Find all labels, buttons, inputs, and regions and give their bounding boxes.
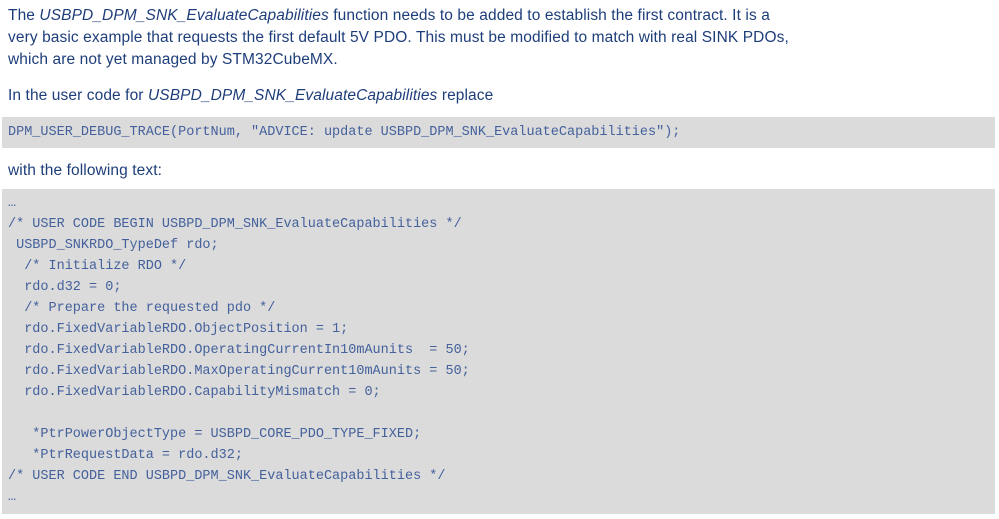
code-line: rdo.d32 = 0; bbox=[8, 280, 122, 295]
code-line: rdo.FixedVariableRDO.ObjectPosition = 1; bbox=[8, 322, 349, 337]
code-line: /* USER CODE BEGIN USBPD_DPM_SNK_Evaluat… bbox=[8, 217, 462, 232]
code-line: … bbox=[8, 196, 17, 211]
code-line: rdo.FixedVariableRDO.MaxOperatingCurrent… bbox=[8, 364, 470, 379]
text-run: The bbox=[8, 7, 40, 24]
text-line: which are not yet managed by STM32CubeMX… bbox=[8, 51, 338, 68]
text-run: function needs to be added to establish … bbox=[328, 7, 770, 24]
with-following-text-paragraph: with the following text: bbox=[8, 160, 995, 182]
code-line: /* Initialize RDO */ bbox=[8, 259, 187, 274]
code-block-evaluate-capabilities: … /* USER CODE BEGIN USBPD_DPM_SNK_Evalua… bbox=[2, 189, 995, 514]
code-line: /* USER CODE END USBPD_DPM_SNK_EvaluateC… bbox=[8, 469, 446, 484]
text-line: with the following text: bbox=[8, 162, 162, 179]
code-block-debug-trace: DPM_USER_DEBUG_TRACE(PortNum, "ADVICE: u… bbox=[2, 117, 995, 148]
code-line: USBPD_SNKRDO_TypeDef rdo; bbox=[8, 238, 219, 253]
text-line: The USBPD_DPM_SNK_EvaluateCapabilities f… bbox=[8, 7, 770, 24]
text-run: very basic example that requests the fir… bbox=[8, 29, 789, 46]
text-run: replace bbox=[437, 87, 494, 104]
replace-instruction-paragraph: In the user code for USBPD_DPM_SNK_Evalu… bbox=[8, 85, 995, 107]
code-line bbox=[8, 403, 987, 424]
code-line: DPM_USER_DEBUG_TRACE(PortNum, "ADVICE: u… bbox=[8, 125, 681, 140]
code-line: /* Prepare the requested pdo */ bbox=[8, 301, 276, 316]
text-line: In the user code for USBPD_DPM_SNK_Evalu… bbox=[8, 87, 493, 104]
function-name-italic: USBPD_DPM_SNK_EvaluateCapabilities bbox=[39, 7, 329, 24]
text-line: very basic example that requests the fir… bbox=[8, 29, 789, 46]
function-name-italic: USBPD_DPM_SNK_EvaluateCapabilities bbox=[147, 87, 438, 104]
text-run: with the following text: bbox=[8, 162, 163, 179]
intro-paragraph: The USBPD_DPM_SNK_EvaluateCapabilities f… bbox=[8, 5, 995, 71]
code-line: *PtrPowerObjectType = USBPD_CORE_PDO_TYP… bbox=[8, 427, 422, 442]
code-line: rdo.FixedVariableRDO.CapabilityMismatch … bbox=[8, 385, 381, 400]
text-run: which are not yet managed by STM32CubeMX… bbox=[8, 51, 338, 68]
code-line: rdo.FixedVariableRDO.OperatingCurrentIn1… bbox=[8, 343, 470, 358]
code-line: *PtrRequestData = rdo.d32; bbox=[8, 448, 243, 463]
code-line: … bbox=[8, 490, 17, 505]
text-run: In the user code for bbox=[8, 87, 148, 104]
